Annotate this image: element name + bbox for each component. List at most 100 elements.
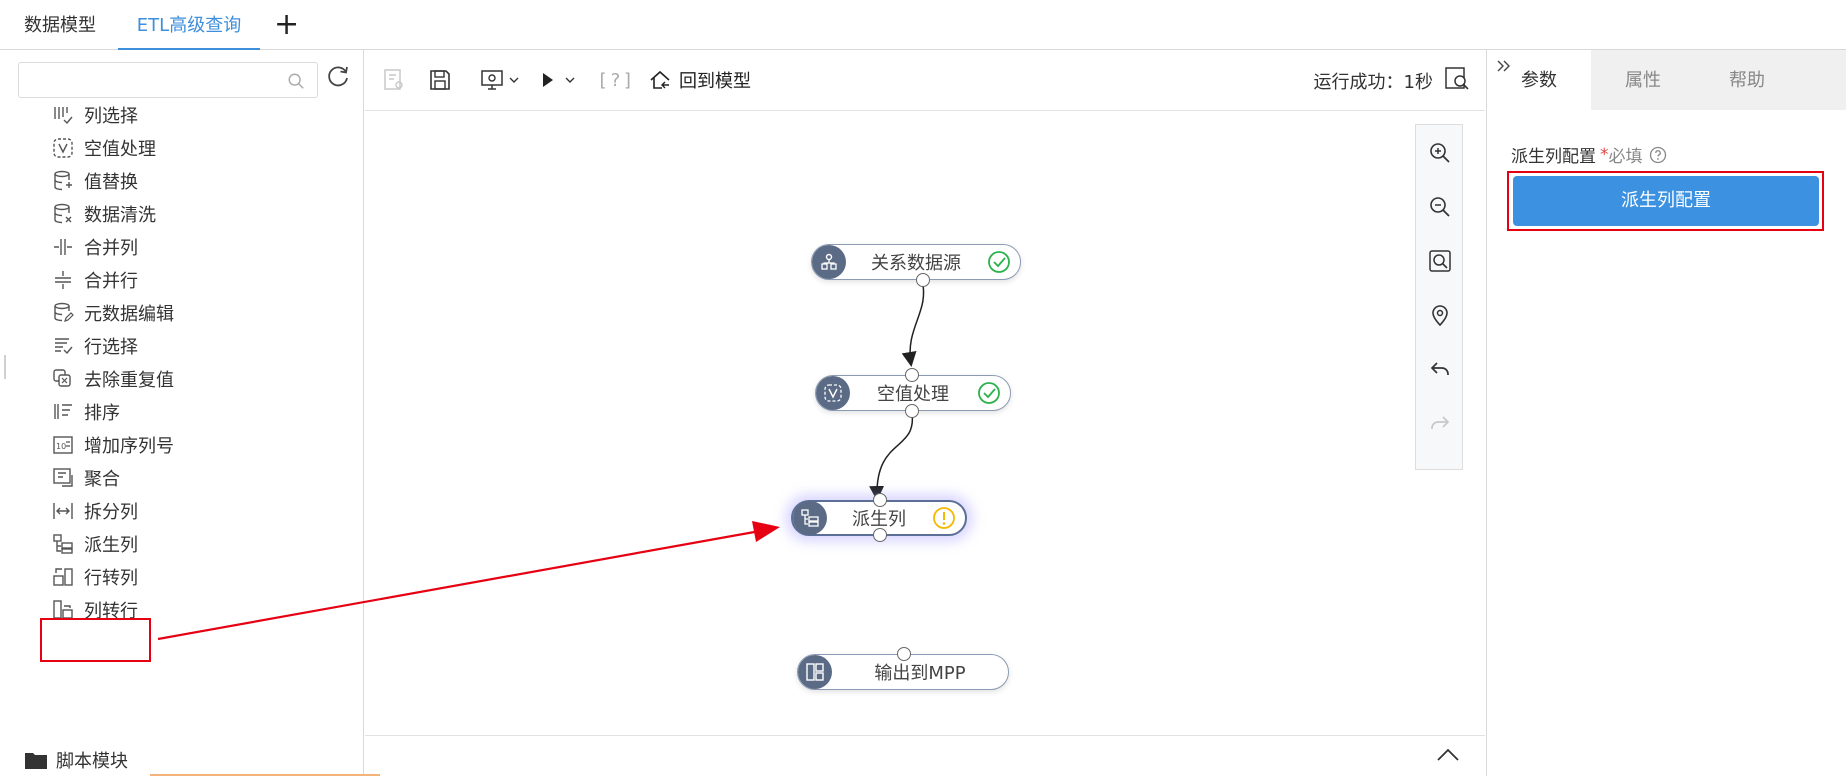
input-port[interactable]	[873, 493, 887, 507]
tool-item-label: 排序	[84, 403, 120, 424]
tool-item-label: 拆分列	[84, 502, 138, 523]
tool-search-input[interactable]	[19, 63, 279, 97]
fit-view-icon[interactable]	[1428, 249, 1452, 273]
canvas-toolbar: [?] 回到模型 运行成功：1秒	[365, 50, 1485, 111]
tool-item-label: 合并行	[84, 271, 138, 292]
tab-data-model[interactable]: 数据模型	[24, 15, 96, 36]
tool-item-label: 去除重复值	[84, 370, 174, 391]
config-label-text: 派生列配置	[1511, 147, 1596, 167]
derived-column-icon	[793, 501, 827, 535]
node-label: 输出到MPP	[874, 663, 966, 684]
tool-item-aggregate[interactable]: 聚合	[52, 462, 302, 494]
derived-column-icon	[53, 534, 73, 554]
tab-parameters[interactable]: 参数	[1487, 50, 1591, 110]
run-status-text: 运行成功：1秒	[1313, 72, 1433, 93]
chevron-down-icon	[565, 77, 575, 83]
tool-item-label: 数据清洗	[84, 205, 156, 226]
tool-item-null-handling[interactable]: 空值处理	[52, 132, 302, 164]
relational-source-icon	[812, 245, 846, 279]
tool-item-add-sequence[interactable]: 10 增加序列号	[52, 429, 302, 461]
add-tab-button[interactable]: +	[274, 7, 300, 42]
tool-item-derived-column[interactable]: 派生列	[52, 528, 302, 560]
tool-item-metadata-edit[interactable]: 元数据编辑	[52, 297, 302, 329]
back-to-model-label: 回到模型	[679, 71, 751, 92]
svg-text:10: 10	[56, 442, 66, 451]
required-text: 必填	[1608, 147, 1643, 167]
remove-duplicates-icon	[53, 369, 71, 387]
run-dropdown-button[interactable]	[535, 66, 577, 94]
save-button[interactable]	[427, 66, 453, 94]
properties-panel: 参数 属性 帮助 派生列配置 * 必填 派生列配置	[1486, 50, 1846, 776]
row-select-icon	[55, 338, 73, 355]
bottom-accent-line	[150, 774, 380, 776]
database-icon	[54, 170, 72, 191]
node-label: 空值处理	[877, 384, 949, 405]
input-port[interactable]	[897, 647, 911, 661]
node-label: 关系数据源	[871, 253, 961, 274]
undo-icon[interactable]	[1428, 357, 1452, 381]
scrollbar-handle[interactable]	[4, 355, 6, 379]
tool-item-label: 元数据编辑	[84, 304, 174, 325]
tool-item-column-to-row[interactable]: 列转行	[52, 594, 302, 626]
folder-script-module[interactable]: 脚本模块	[24, 744, 128, 776]
preview-button[interactable]	[381, 66, 407, 94]
required-mark: *	[1600, 144, 1609, 165]
zoom-in-icon[interactable]	[1428, 141, 1452, 165]
derived-column-config-button[interactable]: 派生列配置	[1513, 176, 1819, 226]
help-question-icon[interactable]	[1649, 146, 1667, 164]
refresh-icon[interactable]	[325, 64, 351, 90]
output-port[interactable]	[916, 273, 930, 287]
derived-config-field-label: 派生列配置 * 必填	[1511, 142, 1667, 167]
link-source-to-nullproc	[901, 279, 925, 367]
output-port[interactable]	[873, 528, 887, 542]
help-bracket-button[interactable]: [?]	[597, 66, 636, 94]
home-back-icon	[650, 70, 670, 89]
node-output-mpp[interactable]: 输出到MPP	[797, 654, 1009, 690]
tool-item-label: 行选择	[84, 337, 138, 358]
tool-search-box	[18, 62, 318, 98]
run-log-search-icon[interactable]	[1443, 65, 1471, 93]
tool-item-merge-columns[interactable]: 合并列	[52, 231, 302, 263]
search-icon[interactable]	[287, 72, 305, 90]
zoom-out-icon[interactable]	[1428, 195, 1452, 219]
tool-item-merge-rows[interactable]: 合并行	[52, 264, 302, 296]
tool-item-data-cleaning[interactable]: 数据清洗	[52, 198, 302, 230]
warning-icon	[933, 507, 955, 529]
tool-item-row-to-column[interactable]: 行转列	[52, 561, 302, 593]
success-check-icon	[988, 251, 1010, 273]
settings-dropdown-button[interactable]	[479, 66, 521, 94]
collapse-panel-icon[interactable]	[1495, 58, 1513, 76]
tool-item-label: 聚合	[84, 469, 120, 490]
column-select-icon	[54, 107, 73, 125]
tab-attributes[interactable]: 属性	[1625, 70, 1661, 91]
merge-rows-icon	[55, 271, 71, 289]
tool-item-label: 派生列	[84, 535, 138, 556]
top-tab-bar: 数据模型 ETL高级查询 +	[0, 0, 1846, 50]
location-pin-icon[interactable]	[1428, 303, 1452, 327]
tool-item-remove-duplicates[interactable]: 去除重复值	[52, 363, 302, 395]
tab-help[interactable]: 帮助	[1729, 70, 1765, 91]
tool-item-value-replace[interactable]: 值替换	[52, 165, 302, 197]
tool-item-split-column[interactable]: 拆分列	[52, 495, 302, 527]
canvas-bottom-bar	[365, 735, 1485, 776]
input-port[interactable]	[905, 368, 919, 382]
back-to-model-button[interactable]: 回到模型	[647, 66, 751, 94]
database-clean-icon	[54, 203, 72, 224]
tool-item-label: 行转列	[84, 568, 138, 589]
tool-item-row-select[interactable]: 行选择	[52, 330, 302, 362]
tab-etl-advanced-query[interactable]: ETL高级查询	[118, 0, 260, 50]
row-to-column-icon	[53, 568, 73, 586]
column-to-row-icon	[53, 600, 73, 619]
tool-item-label: 增加序列号	[84, 436, 174, 457]
etl-canvas[interactable]: 关系数据源 空值处理 派生列 输出到M	[365, 112, 1485, 734]
node-relational-source[interactable]: 关系数据源	[811, 244, 1021, 280]
redo-icon[interactable]	[1428, 411, 1452, 435]
tool-item-column-select[interactable]: 列选择	[52, 99, 302, 131]
tool-item-sort[interactable]: 排序	[52, 396, 302, 428]
flow-links	[869, 279, 925, 501]
play-icon	[543, 73, 553, 87]
chevron-up-icon[interactable]	[1435, 744, 1461, 766]
aggregate-icon	[53, 468, 73, 487]
output-port[interactable]	[905, 404, 919, 418]
